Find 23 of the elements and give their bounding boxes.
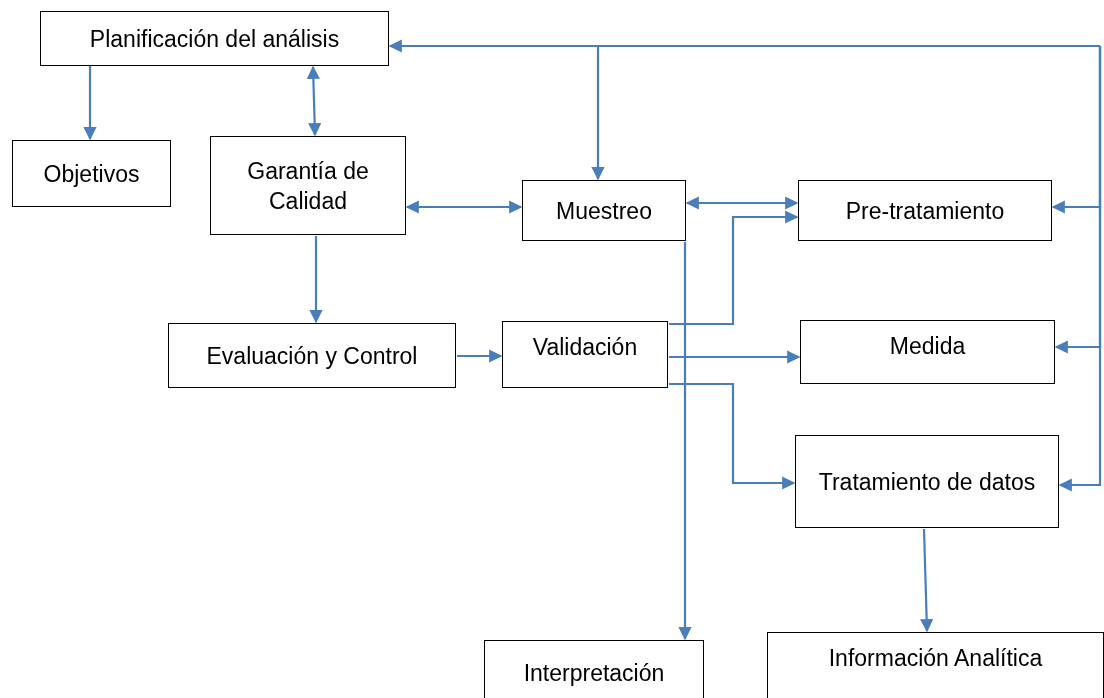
process-box: Medida <box>800 320 1055 384</box>
arrow <box>457 349 503 363</box>
arrow <box>306 65 322 137</box>
arrow <box>83 66 97 141</box>
arrow <box>669 210 799 326</box>
process-box: Pre-tratamiento <box>798 180 1052 241</box>
arrow <box>669 350 801 364</box>
process-box: Información Analítica <box>767 632 1104 698</box>
arrow <box>1058 46 1102 492</box>
arrow <box>669 382 796 490</box>
process-box: Tratamiento de datos <box>795 435 1059 528</box>
arrow <box>405 200 523 214</box>
process-box: Validación <box>502 321 668 388</box>
arrow <box>309 236 323 324</box>
process-box: Interpretación <box>484 640 704 698</box>
process-box: Planificación del análisis <box>40 11 389 66</box>
process-box: Evaluación y Control <box>168 323 456 388</box>
process-box: Objetivos <box>12 140 171 207</box>
process-box: Garantía de Calidad <box>210 136 406 235</box>
arrow <box>920 528 934 633</box>
arrow <box>678 242 692 641</box>
arrow <box>685 196 799 210</box>
process-box: Muestreo <box>522 180 686 241</box>
